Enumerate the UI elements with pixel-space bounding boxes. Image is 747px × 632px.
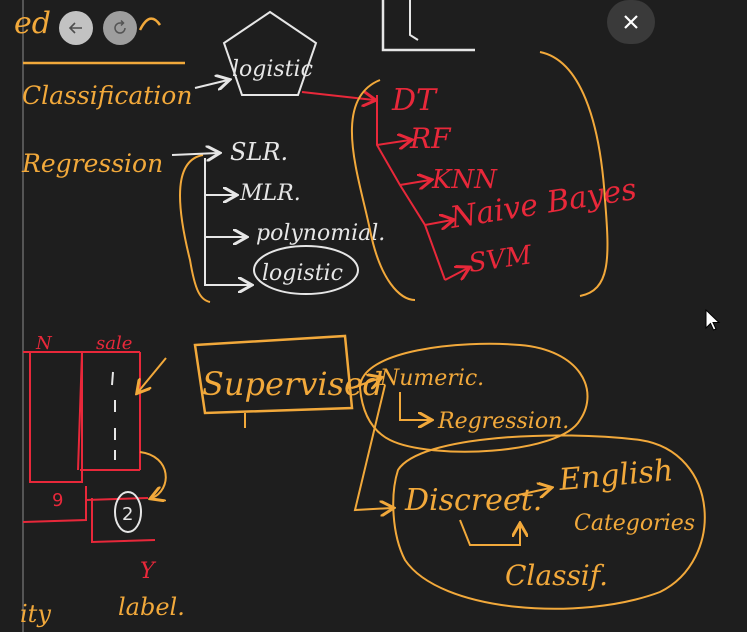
regression-leaf-label: Regression.: [437, 409, 569, 434]
bottom-left-fragment: ity: [20, 600, 51, 628]
regression-tree-trunk: [204, 158, 250, 285]
label-text: label.: [118, 593, 185, 621]
table-header-n: N: [35, 333, 53, 354]
svm-arrow: [444, 268, 468, 281]
knn-arrow: [399, 180, 430, 185]
class-item-svm: SVM: [467, 240, 535, 279]
dotted-column: [111, 371, 116, 460]
english-label: English: [557, 453, 675, 498]
mouse-cursor-icon: [705, 308, 721, 337]
nb-arrow: [424, 220, 452, 225]
table-outline: [23, 351, 141, 483]
reg-item-mlr: MLR.: [239, 181, 301, 206]
close-x-icon: [624, 15, 638, 29]
arrow-left-icon: [68, 22, 82, 34]
classification-arrow: [194, 80, 228, 88]
supervised-label: Supervised: [202, 365, 383, 403]
numeric-label: Numeric.: [379, 366, 484, 391]
supervised-box: [193, 334, 354, 415]
table-value-2: 2: [122, 504, 133, 525]
categories-label: Categories: [574, 511, 695, 536]
class-item-knn: KNN: [431, 165, 498, 195]
discrete-oval: [392, 434, 706, 610]
table-value-9: 9: [52, 490, 63, 511]
top-corner-shape-inner: [409, 0, 419, 41]
rf-arrow: [376, 140, 410, 145]
y-label: Y: [140, 559, 157, 584]
reg-item-logistic: logistic: [262, 261, 343, 286]
numeric-arrow: [351, 378, 380, 388]
sale-arrow: [138, 357, 167, 392]
slr-arrow: [171, 153, 218, 155]
heading-scribble: [138, 17, 162, 31]
classif-arrow: [459, 519, 520, 546]
class-item-rf: RF: [409, 122, 452, 155]
back-button[interactable]: [59, 11, 93, 45]
regression-label: Regression: [21, 149, 163, 178]
table-header-sale: sale: [96, 333, 132, 354]
logistic-circle: [253, 245, 359, 295]
reload-button[interactable]: [103, 11, 137, 45]
regression-bracket: [179, 154, 211, 303]
rotate-icon: [114, 19, 126, 34]
reg-item-polynomial: polynomial.: [256, 221, 385, 246]
class-bracket-left: [350, 79, 416, 301]
close-button[interactable]: [607, 0, 655, 44]
supervised-branch: [353, 384, 392, 510]
reg-item-slr: SLR.: [230, 138, 288, 166]
class-bracket-right: [539, 51, 609, 297]
heading-fragment: ed: [14, 6, 51, 41]
english-arrow: [517, 488, 550, 495]
classification-label: Classification: [22, 81, 192, 110]
pentagon-label: logistic: [232, 57, 313, 82]
top-corner-shape: [381, 0, 475, 52]
class-item-dt: DT: [391, 83, 438, 118]
discrete-label: Discreet.: [404, 483, 542, 518]
curved-arrow: [139, 451, 167, 498]
value-circle: [114, 491, 142, 533]
pentagon-to-dt-arrow: [301, 92, 374, 100]
classif-label: Classif.: [505, 559, 608, 592]
regression-leaf-arrow: [399, 392, 430, 420]
y-bracket: [91, 498, 156, 544]
pentagon-shape: [222, 10, 318, 96]
numeric-oval: [358, 342, 589, 453]
